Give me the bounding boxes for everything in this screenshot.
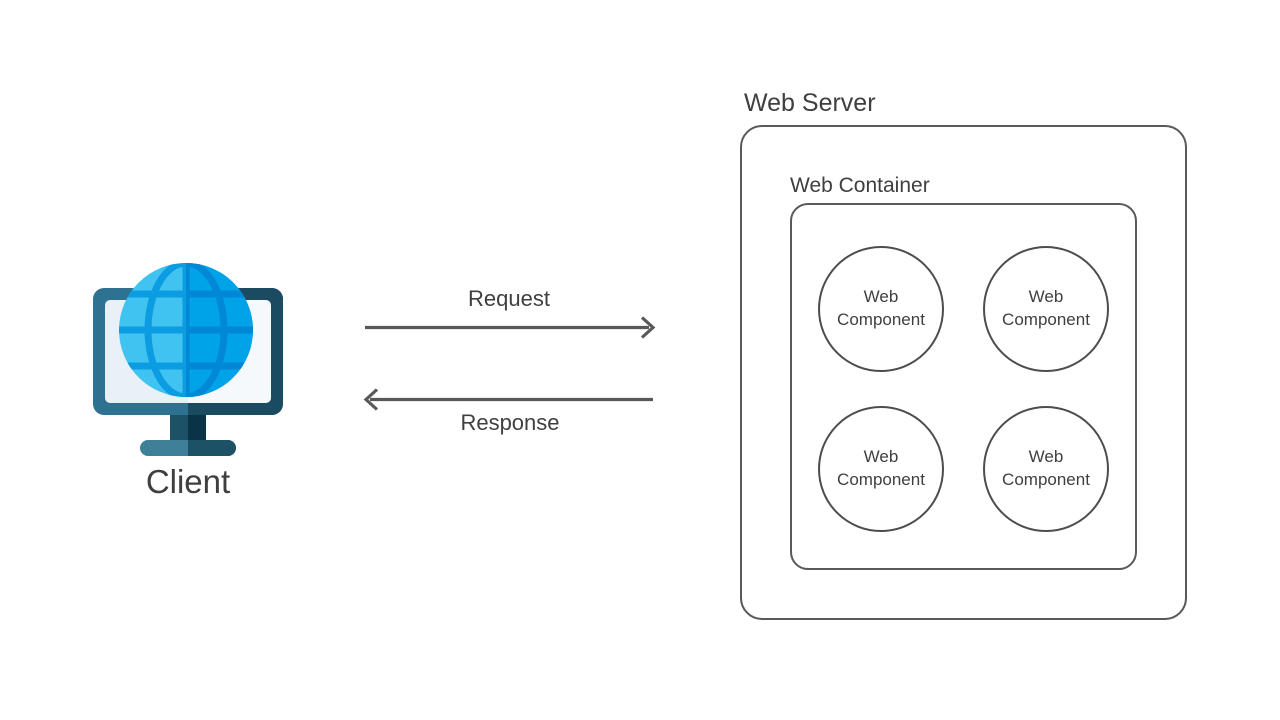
web-component-label: Web Component bbox=[1002, 447, 1090, 489]
web-server-label: Web Server bbox=[744, 89, 876, 117]
response-arrow bbox=[363, 388, 653, 411]
web-component-node: Web Component bbox=[983, 406, 1109, 532]
flow-arrows bbox=[363, 316, 656, 411]
client-computer-icon bbox=[93, 263, 283, 456]
web-component-node: Web Component bbox=[818, 406, 944, 532]
web-component-label: Web Component bbox=[1002, 287, 1090, 329]
web-component-node: Web Component bbox=[818, 246, 944, 372]
client-label: Client bbox=[145, 463, 231, 500]
web-component-label: Web Component bbox=[837, 287, 925, 329]
request-arrow bbox=[365, 316, 656, 339]
web-container-label: Web Container bbox=[790, 174, 930, 197]
web-component-label: Web Component bbox=[837, 447, 925, 489]
monitor-stand bbox=[140, 413, 236, 456]
request-label: Request bbox=[468, 286, 550, 311]
response-label: Response bbox=[460, 410, 560, 435]
web-component-node: Web Component bbox=[983, 246, 1109, 372]
